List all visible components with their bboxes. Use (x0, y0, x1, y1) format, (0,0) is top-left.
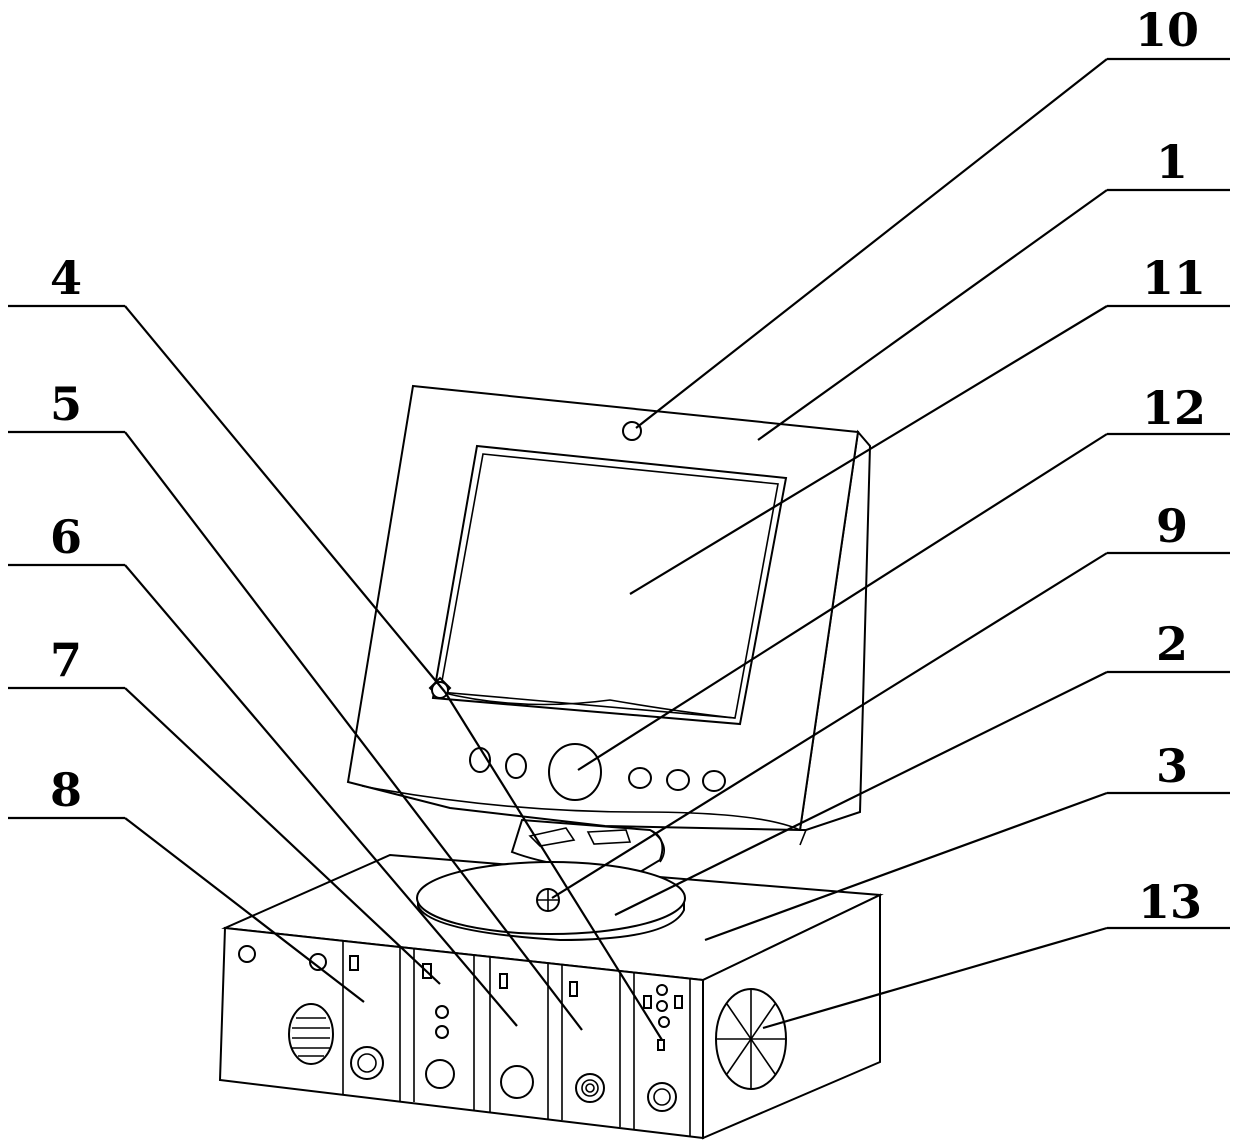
speaker-grille (289, 1004, 333, 1064)
label-4: 4 (50, 251, 82, 305)
control-knob (549, 744, 601, 800)
label-2: 2 (1156, 617, 1188, 671)
label-11: 11 (1142, 251, 1206, 305)
label-13: 13 (1138, 875, 1202, 929)
monitor-frame (348, 386, 858, 830)
camera-icon (623, 422, 641, 440)
label-3: 3 (1156, 739, 1188, 793)
panel-button (667, 770, 689, 790)
panel-button (703, 771, 725, 791)
label-1: 1 (1156, 135, 1188, 189)
indicator-icon (239, 946, 255, 962)
label-6: 6 (50, 510, 82, 564)
monitor (348, 386, 870, 845)
label-10: 10 (1135, 3, 1199, 57)
label-7: 7 (50, 633, 82, 687)
panel-button (629, 768, 651, 788)
label-8: 8 (50, 763, 82, 817)
label-5: 5 (50, 377, 82, 431)
label-12: 12 (1142, 381, 1206, 435)
panel-button (506, 754, 526, 778)
label-9: 9 (1156, 499, 1188, 553)
